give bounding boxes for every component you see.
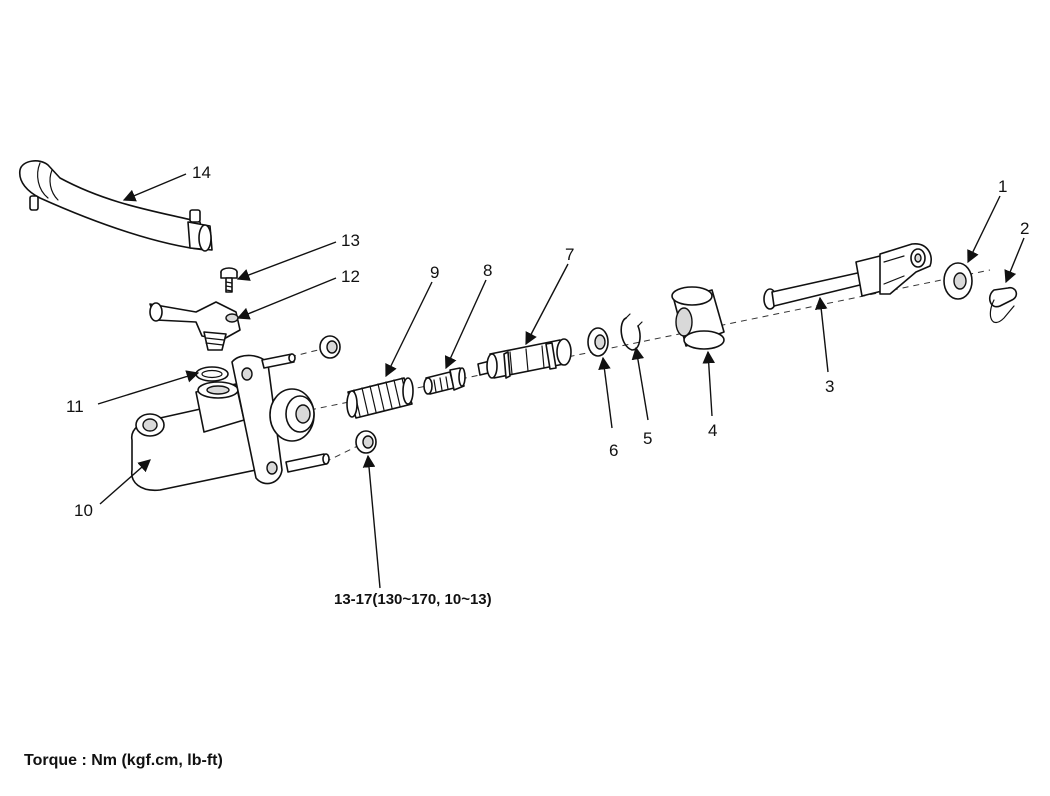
callout-13: 13 [341, 231, 360, 250]
callout-9: 9 [430, 263, 439, 282]
assembly-axis [289, 269, 991, 463]
torque-units-note: Torque : Nm (kgf.cm, lb-ft) [24, 752, 223, 769]
callout-2: 2 [1020, 219, 1029, 238]
part-5-snap-ring [620, 313, 643, 351]
callout-labels: 1 2 3 4 5 6 7 8 9 10 11 12 13 14 13-17(1… [66, 163, 1029, 608]
torque-spec-label: 13-17(130~170, 10~13) [334, 591, 492, 608]
callout-10: 10 [74, 501, 93, 520]
part-12-connector [149, 301, 241, 351]
leader-lines [97, 173, 1025, 589]
callout-6: 6 [609, 441, 618, 460]
callout-7: 7 [565, 245, 574, 264]
part-4-boot [671, 286, 725, 350]
part-14-reservoir-hose [18, 160, 213, 252]
part-1-washer [943, 262, 973, 300]
callout-8: 8 [483, 261, 492, 280]
part-8-valve [423, 367, 466, 395]
part-10-master-cylinder [131, 353, 330, 492]
part-11-o-ring [195, 366, 229, 382]
part-2-clip [988, 286, 1018, 324]
callout-3: 3 [825, 377, 834, 396]
part-13-screw [220, 267, 238, 293]
callout-11: 11 [66, 397, 84, 416]
callout-4: 4 [708, 421, 717, 440]
nut-lower [355, 430, 377, 454]
callout-14: 14 [192, 163, 211, 182]
callout-1: 1 [998, 177, 1007, 196]
callout-12: 12 [341, 267, 360, 286]
part-7-piston [477, 338, 572, 379]
part-6-washer [587, 327, 609, 357]
callout-5: 5 [643, 429, 652, 448]
nut-upper [319, 335, 341, 359]
part-3-push-rod [763, 243, 932, 310]
part-9-spring [346, 377, 414, 419]
